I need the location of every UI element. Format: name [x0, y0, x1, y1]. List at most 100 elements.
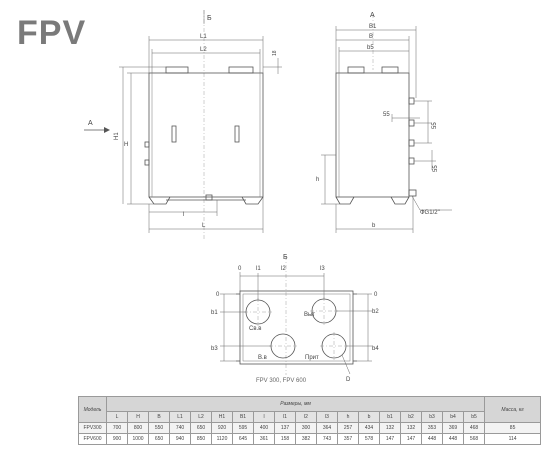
side-arrow-label: A	[370, 12, 375, 19]
port-vv-label: В.в	[258, 355, 267, 361]
top-view: Б Св.в Выт В.в Прит 0 l1 l2 l3 0	[211, 254, 379, 384]
value-cell: 132	[379, 422, 401, 434]
model-cell: FPV600	[78, 433, 107, 445]
value-cell: 740	[169, 422, 191, 434]
column-header: b3	[421, 411, 443, 423]
unit-body-plan	[239, 290, 354, 365]
mass-cell: 85	[484, 422, 542, 434]
column-header: h	[337, 411, 359, 423]
column-header: H	[127, 411, 149, 423]
dim-l: l	[183, 212, 184, 218]
value-cell: 434	[358, 422, 380, 434]
value-cell: 364	[316, 422, 338, 434]
value-cell: 158	[274, 433, 296, 445]
column-header: l1	[274, 411, 296, 423]
column-header: b4	[442, 411, 464, 423]
value-cell: 147	[379, 433, 401, 445]
mass-cell: 114	[484, 433, 542, 445]
product-title: FPV	[17, 14, 86, 52]
value-cell: 900	[106, 433, 128, 445]
value-cell: 382	[295, 433, 317, 445]
dim-H: H	[124, 142, 128, 148]
value-cell: 468	[462, 422, 486, 434]
dim-b4: b4	[372, 346, 379, 352]
value-cell: 257	[337, 422, 359, 434]
value-cell: 700	[106, 422, 128, 434]
dim-zero-x: 0	[238, 266, 242, 272]
column-header: b	[358, 411, 380, 423]
side-view: A B1 B b5 55 55	[316, 12, 452, 233]
value-cell: 137	[274, 422, 296, 434]
value-cell: 300	[295, 422, 317, 434]
value-cell: 920	[211, 422, 233, 434]
dim-D: D	[346, 377, 351, 383]
dim-55-horizontal: 55	[383, 112, 390, 118]
dim-h: h	[316, 177, 319, 183]
value-cell: 595	[232, 422, 254, 434]
port-sv-circle	[245, 299, 271, 325]
value-cell: 650	[148, 433, 170, 445]
front-view: Б A L1 L2 18	[84, 10, 282, 240]
dim-B1: B1	[369, 24, 377, 30]
column-header: L	[106, 411, 128, 423]
dim-b3: b3	[211, 346, 218, 352]
front-section-label: Б	[207, 15, 212, 22]
dim-55-upper: 55	[432, 122, 438, 129]
dim-b5: b5	[367, 45, 374, 51]
value-cell: 578	[358, 433, 380, 445]
port-vv-circle	[270, 333, 296, 359]
plan-caption: FPV 300, FPV 600	[256, 378, 307, 384]
value-cell: 448	[442, 433, 464, 445]
unit-body-front	[148, 72, 264, 198]
dim-B: B	[369, 34, 373, 40]
value-cell: 743	[316, 433, 338, 445]
value-cell: 568	[462, 433, 486, 445]
value-cell: 147	[400, 433, 422, 445]
value-cell: 448	[421, 433, 443, 445]
value-cell: 361	[253, 433, 275, 445]
column-header: L2	[190, 411, 212, 423]
top-section-label: Б	[283, 254, 288, 261]
dim-b: b	[372, 223, 376, 229]
column-header: b1	[379, 411, 401, 423]
port-vyt-label: Выт	[304, 312, 315, 318]
column-header: l2	[295, 411, 317, 423]
dim-L: L	[202, 223, 206, 229]
dim-H1: H1	[114, 132, 120, 140]
technical-drawing: FPV Б A L1 L2	[17, 10, 452, 384]
spigot-right	[228, 66, 254, 74]
spigot-left	[165, 66, 189, 74]
dim-l2: l2	[281, 266, 286, 272]
dim-l1: l1	[256, 266, 261, 272]
value-cell: 1000	[127, 433, 149, 445]
value-cell: 800	[127, 422, 149, 434]
column-header: l	[253, 411, 275, 423]
value-cell: 850	[190, 433, 212, 445]
handle-left	[171, 125, 177, 143]
port-prit-circle	[321, 333, 347, 359]
column-header: L1	[169, 411, 191, 423]
dim-zero-y-right: 0	[374, 292, 378, 298]
mass-header: Масса, кг	[484, 396, 542, 423]
unit-body-side	[335, 72, 410, 198]
dim-b2: b2	[372, 309, 379, 315]
dim-l3: l3	[320, 266, 325, 272]
pipe-label: ФG1/2"	[420, 210, 440, 216]
port-prit-label: Прит	[305, 355, 319, 361]
dim-L2: L2	[200, 47, 207, 53]
sizes-header: Размеры, мм	[105, 396, 486, 412]
handle-right	[234, 125, 240, 143]
value-cell: 1120	[211, 433, 233, 445]
column-header: l3	[316, 411, 338, 423]
value-cell: 369	[442, 422, 464, 434]
column-header: b5	[462, 411, 486, 423]
value-cell: 645	[232, 433, 254, 445]
column-header: H1	[211, 411, 233, 423]
column-header: B	[148, 411, 170, 423]
column-header: b2	[400, 411, 422, 423]
value-cell: 550	[148, 422, 170, 434]
